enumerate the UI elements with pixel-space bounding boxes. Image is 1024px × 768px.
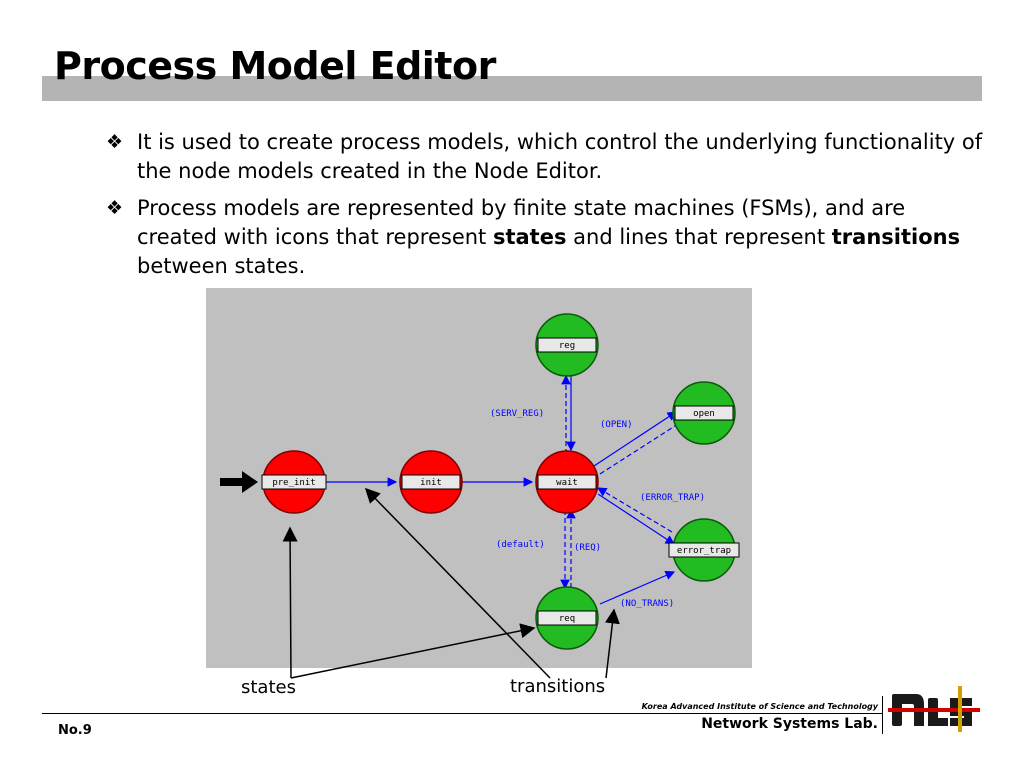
state-pre-init[interactable]: pre_init — [261, 450, 327, 514]
bullet-text-2c: between states. — [137, 254, 306, 278]
bullet-list: ❖ It is used to create process models, w… — [106, 128, 986, 289]
page-number: No.9 — [58, 723, 92, 738]
state-label-pre-init: pre_init — [272, 478, 315, 488]
state-error-trap[interactable]: error_trap — [668, 518, 740, 582]
bullet-marker-icon: ❖ — [106, 131, 124, 153]
transition-req-errortrap — [599, 570, 676, 605]
state-label-error-trap: error_trap — [677, 546, 731, 556]
state-reg[interactable]: reg — [535, 313, 599, 377]
annotation-label-states: states — [241, 677, 296, 698]
state-label-wait: wait — [556, 478, 578, 488]
label-open: (OPEN) — [600, 420, 633, 430]
institute-name: Korea Advanced Institute of Science and … — [641, 702, 878, 711]
label-default: (default) — [496, 540, 545, 550]
bullet-item-2: ❖ Process models are represented by fini… — [106, 194, 986, 281]
bullet-item-1: ❖ It is used to create process models, w… — [106, 128, 986, 186]
state-wait[interactable]: wait — [535, 450, 599, 514]
bullet-text-2a: Process models are represented by finite… — [137, 196, 906, 249]
transition-errortrap-wait — [596, 487, 673, 533]
state-label-req: req — [559, 614, 575, 624]
state-req[interactable]: req — [535, 586, 599, 650]
label-no-trans: (NO_TRANS) — [620, 599, 674, 609]
state-init[interactable]: init — [399, 450, 463, 514]
transition-wait-open-dashed — [599, 423, 679, 475]
logo-separator — [882, 696, 883, 734]
label-error-trap: (ERROR_TRAP) — [640, 493, 705, 503]
slide-title: Process Model Editor — [54, 44, 496, 88]
state-open[interactable]: open — [672, 381, 736, 445]
bullet-bold-transitions: transitions — [831, 225, 961, 249]
fsm-diagram: (SERV_REG) (OPEN) (ERROR_TRAP) (default)… — [206, 288, 752, 668]
fsm-canvas: (SERV_REG) (OPEN) (ERROR_TRAP) (default)… — [220, 313, 740, 650]
state-label-reg: reg — [559, 341, 575, 351]
transition-open-wait — [593, 411, 678, 467]
bullet-text-2b: and lines that represent — [566, 225, 832, 249]
initial-state-arrow-icon — [220, 471, 258, 493]
label-serv-reg: (SERV_REG) — [490, 409, 544, 419]
bullet-bold-states: states — [492, 225, 567, 249]
transition-wait-errortrap — [597, 493, 676, 545]
lab-name: Network Systems Lab. — [701, 716, 878, 732]
label-req: (REQ) — [574, 543, 601, 553]
bullet-marker-icon: ❖ — [106, 197, 124, 219]
title-underline-bar — [42, 76, 982, 101]
state-label-init: init — [420, 478, 442, 488]
footer-divider — [42, 713, 882, 714]
nss-logo-icon — [888, 686, 980, 732]
bullet-text-1: It is used to create process models, whi… — [137, 130, 983, 183]
annotation-label-transitions: transitions — [510, 676, 605, 697]
state-label-open: open — [693, 409, 715, 419]
